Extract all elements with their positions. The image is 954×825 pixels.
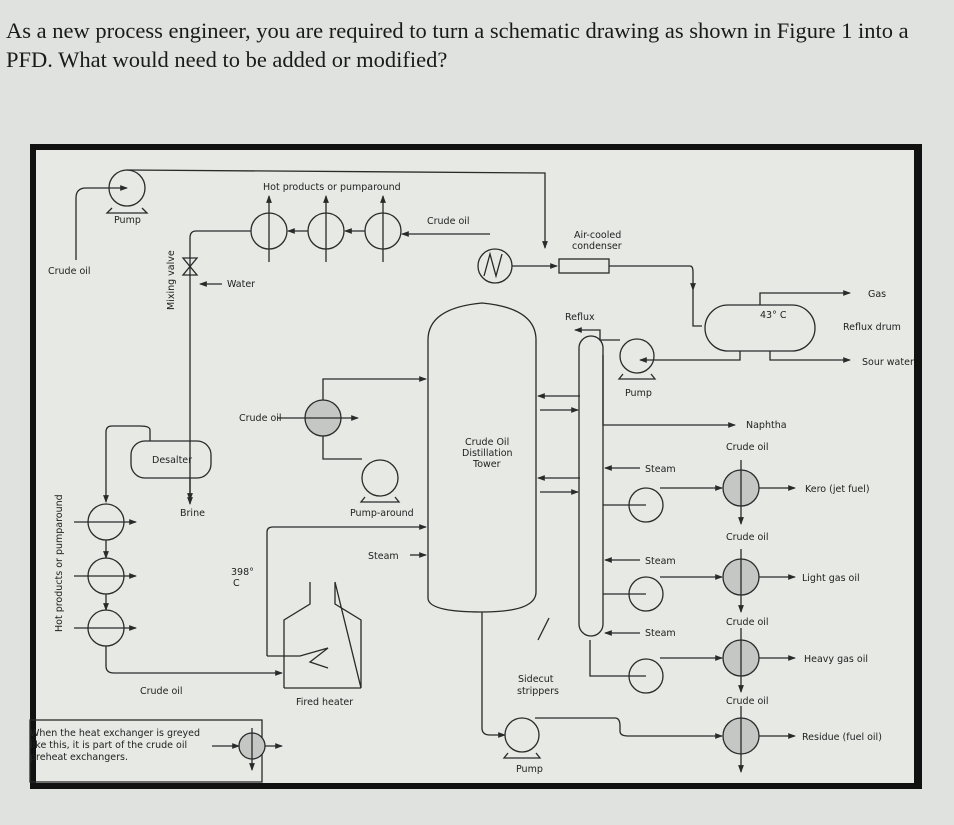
legend-box xyxy=(29,719,283,783)
label-sour-water: Sour water xyxy=(862,357,914,368)
top-preheat-exchangers xyxy=(187,195,490,501)
label-naphtha: Naphtha xyxy=(746,420,787,431)
label-crude-oil-feed: Crude oil xyxy=(48,266,91,277)
label-crude-oil-top: Crude oil xyxy=(427,216,470,227)
label-hot-products-left: Hot products or pumparound xyxy=(54,494,65,632)
label-pump-reflux: Pump xyxy=(625,388,652,399)
label-tower-1: Crude Oil xyxy=(465,437,509,448)
label-steam-2: Steam xyxy=(645,556,676,567)
label-crude-oil-bottom: Crude oil xyxy=(140,686,183,697)
question-text: As a new process engineer, you are requi… xyxy=(6,18,909,72)
label-temp-heater-1: 398° xyxy=(231,567,254,578)
label-hot-products-top: Hot products or pumparound xyxy=(263,182,401,193)
label-steam-3: Steam xyxy=(645,628,676,639)
label-sidecut-1: Sidecut xyxy=(518,674,554,685)
overhead-system xyxy=(477,248,851,380)
label-desalter: Desalter xyxy=(152,455,192,466)
label-brine: Brine xyxy=(180,508,205,519)
label-mixing-valve: Mixing valve xyxy=(166,250,177,310)
label-light-gas-oil: Light gas oil xyxy=(802,573,860,584)
label-reflux-drum-temp: 43° C xyxy=(760,310,787,321)
label-tower-2: Distillation xyxy=(462,448,513,459)
label-fired-heater: Fired heater xyxy=(296,697,353,708)
label-temp-heater-2: C xyxy=(233,578,240,589)
label-crude-oil-mid: Crude oil xyxy=(239,413,282,424)
label-crude-oil-kero: Crude oil xyxy=(726,442,769,453)
label-gas: Gas xyxy=(868,289,886,300)
label-residue: Residue (fuel oil) xyxy=(802,732,882,743)
label-crude-oil-lgo: Crude oil xyxy=(726,532,769,543)
pump-around-loop xyxy=(278,376,427,503)
distillation-tower xyxy=(427,302,736,641)
label-pump-bottom: Pump xyxy=(516,764,543,775)
label-reflux: Reflux xyxy=(565,312,595,323)
label-steam-1: Steam xyxy=(645,464,676,475)
label-pump-top: Pump xyxy=(114,215,141,226)
figure-frame xyxy=(30,144,922,789)
bottom-pump xyxy=(481,612,723,759)
sidecut-pointer xyxy=(537,617,550,641)
side-draws xyxy=(589,460,796,773)
label-crude-oil-hgo: Crude oil xyxy=(726,617,769,628)
label-reflux-drum: Reflux drum xyxy=(843,322,901,333)
mixing-valve xyxy=(181,257,222,287)
left-preheat-train xyxy=(74,425,283,676)
label-heavy-gas-oil: Heavy gas oil xyxy=(804,654,868,665)
label-air-cooled: Air-cooled xyxy=(574,230,621,241)
label-crude-oil-residue: Crude oil xyxy=(726,696,769,707)
label-kero: Kero (jet fuel) xyxy=(805,484,870,495)
fired-heater xyxy=(266,524,427,689)
label-condenser: condenser xyxy=(572,241,622,252)
label-pump-around: Pump-around xyxy=(350,508,414,519)
label-tower-3: Tower xyxy=(472,459,501,470)
legend-text: When the heat exchanger is greyed like t… xyxy=(30,728,201,763)
label-water: Water xyxy=(227,279,255,290)
label-sidecut-2: strippers xyxy=(517,686,559,697)
feed-pump xyxy=(75,169,548,260)
label-steam-tower: Steam xyxy=(368,551,399,562)
